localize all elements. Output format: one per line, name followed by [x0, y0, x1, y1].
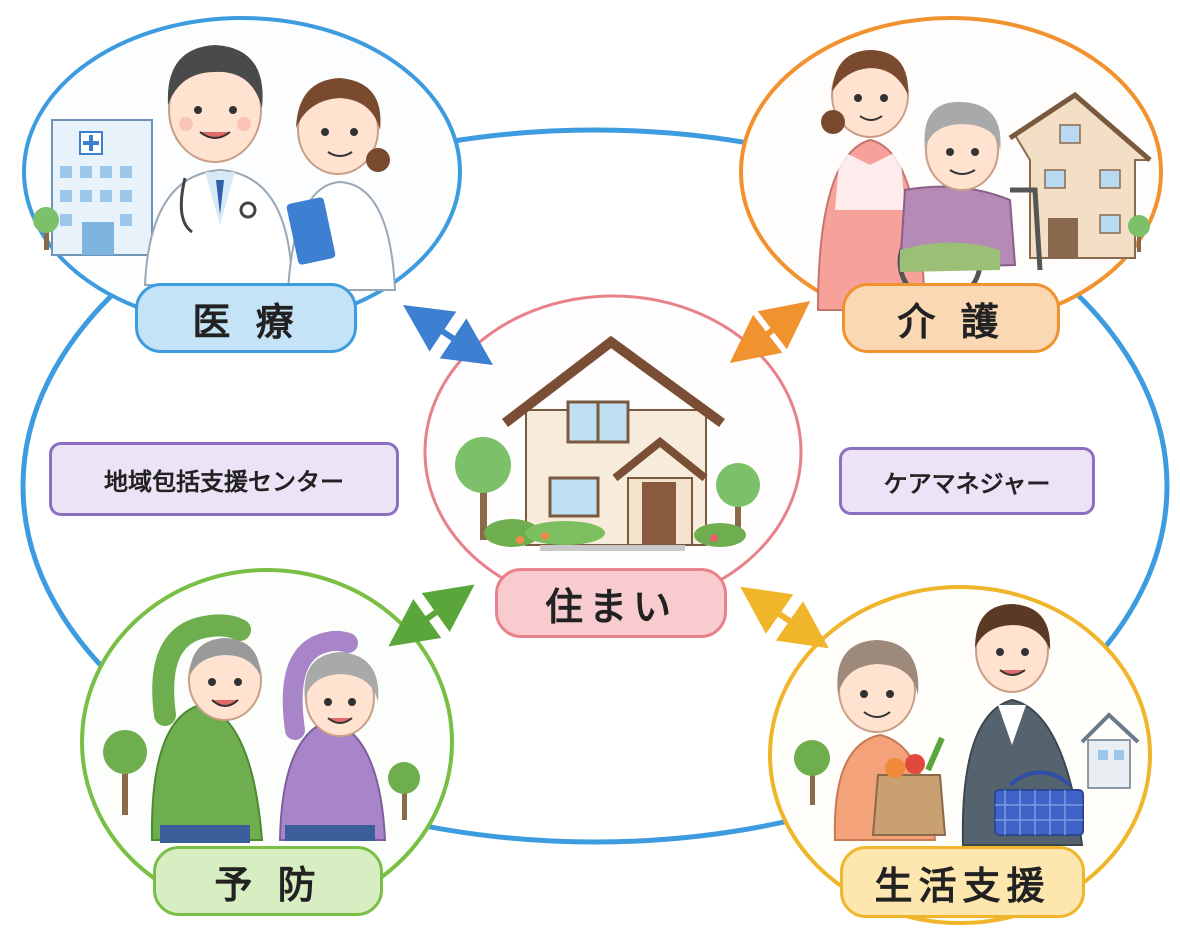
label-kaigo: 介 護	[842, 283, 1060, 353]
grocery-bag-icon	[871, 736, 947, 836]
seikatsu-circle	[768, 585, 1152, 925]
tree-icon	[455, 437, 760, 540]
community-ring	[20, 127, 1170, 845]
tree-icon	[794, 740, 830, 805]
elderly-wheelchair-icon	[897, 101, 1043, 305]
home-circle	[423, 294, 803, 610]
arrow-iryo-home	[403, 305, 493, 365]
label-iryo: 医 療	[135, 283, 357, 353]
shopping-basket-icon	[994, 770, 1084, 836]
kaigo-circle	[739, 16, 1163, 328]
caregiver-icon	[816, 50, 927, 311]
doctor-icon	[143, 45, 294, 286]
house-icon	[501, 335, 725, 551]
exercise-elderly-icon	[278, 630, 387, 841]
label-yobo: 予 防	[153, 846, 383, 916]
arrow-yobo-home	[388, 584, 475, 647]
shrub-icon	[484, 519, 746, 547]
hospital-icon	[51, 119, 153, 256]
arrow-seikatsu-home	[740, 586, 829, 649]
label-home: 住まい	[495, 568, 727, 638]
tree-icon	[33, 207, 59, 250]
arrow-kaigo-home	[729, 301, 811, 363]
label-care-manager: ケアマネジャー	[839, 447, 1095, 515]
label-seikatsu: 生活支援	[840, 846, 1085, 918]
label-community-center: 地域包括支援センター	[49, 442, 399, 516]
tree-icon	[103, 730, 420, 820]
nurse-icon	[286, 78, 397, 291]
house-icon	[1080, 712, 1140, 789]
exercise-elderly-icon	[150, 614, 264, 843]
iryo-circle	[22, 16, 462, 328]
care-facility-icon	[1008, 91, 1152, 259]
tree-icon	[1128, 215, 1150, 252]
yobo-circle	[80, 568, 454, 916]
